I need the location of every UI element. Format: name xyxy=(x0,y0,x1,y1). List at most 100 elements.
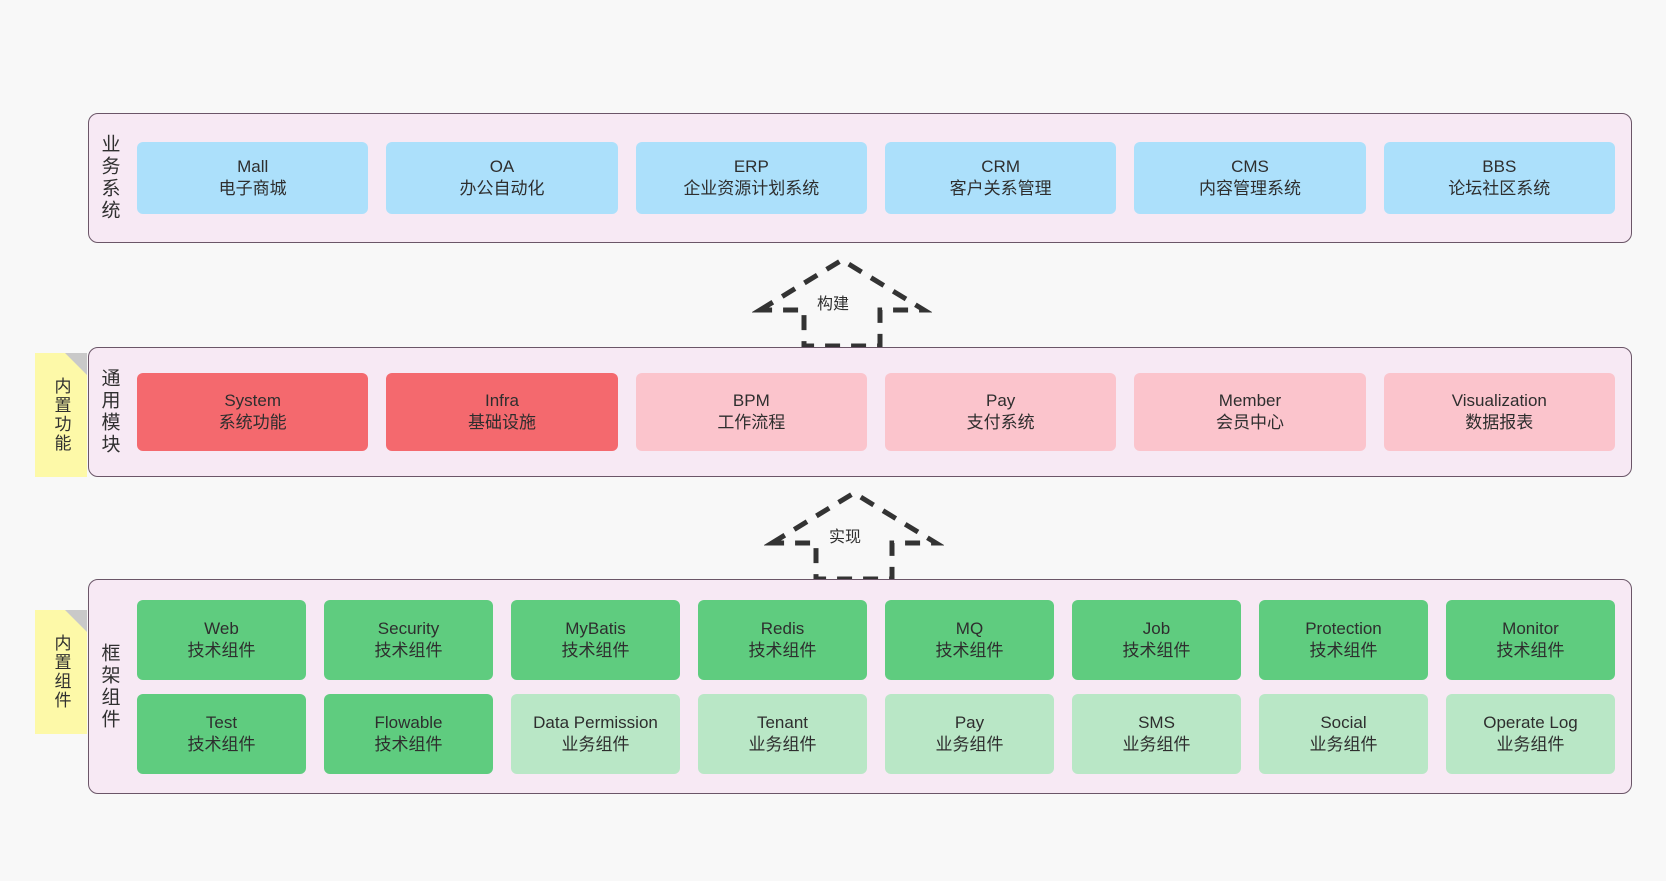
card-subtitle: 基础设施 xyxy=(467,413,536,432)
card-title: Job xyxy=(1142,618,1171,638)
card-subtitle: 技术组件 xyxy=(187,734,256,754)
card-operate-log[interactable]: Operate Log 业务组件 xyxy=(1446,693,1615,774)
card-bbs[interactable]: BBS 论坛社区系统 xyxy=(1383,142,1615,214)
sticky-note-builtin-functions: 内置功能 xyxy=(35,353,87,477)
sticky-note-builtin-components: 内置组件 xyxy=(35,610,87,734)
card-title: Mall xyxy=(237,157,269,177)
card-mall[interactable]: Mall 电子商城 xyxy=(137,142,369,214)
generalization-arrow-build: 构建 xyxy=(751,254,933,350)
card-subtitle: 论坛社区系统 xyxy=(1448,179,1551,198)
card-test[interactable]: Test 技术组件 xyxy=(137,693,306,774)
card-oa[interactable]: OA 办公自动化 xyxy=(386,142,618,214)
card-mybatis[interactable]: MyBatis 技术组件 xyxy=(511,599,680,680)
card-crm[interactable]: CRM 客户关系管理 xyxy=(884,142,1117,214)
card-bpm[interactable]: BPM 工作流程 xyxy=(635,373,867,451)
card-subtitle: 技术组件 xyxy=(1122,640,1191,660)
card-pay-business[interactable]: Pay 业务组件 xyxy=(885,693,1054,774)
card-subtitle: 业务组件 xyxy=(935,734,1004,754)
card-security[interactable]: Security 技术组件 xyxy=(324,599,493,680)
card-subtitle: 业务组件 xyxy=(1122,734,1191,754)
layer-common-modules: 通用模块 System 系统功能 Infra 基础设施 BPM 工作流程 Pay… xyxy=(88,347,1632,477)
card-title: CRM xyxy=(981,157,1020,177)
page-fold-icon xyxy=(65,353,87,375)
card-infra[interactable]: Infra 基础设施 xyxy=(386,373,618,451)
card-redis[interactable]: Redis 技术组件 xyxy=(698,599,867,680)
card-title: BPM xyxy=(732,391,770,411)
card-web[interactable]: Web 技术组件 xyxy=(137,599,306,680)
page-fold-icon xyxy=(65,610,87,632)
layer-framework-components: 框架组件 Web 技术组件 Security 技术组件 MyBatis 技术组件… xyxy=(88,579,1632,794)
layer-label-business-systems: 业务系统 xyxy=(98,134,120,222)
card-visualization[interactable]: Visualization 数据报表 xyxy=(1383,373,1615,451)
card-subtitle: 业务组件 xyxy=(1496,734,1565,754)
card-flowable[interactable]: Flowable 技术组件 xyxy=(324,693,493,774)
card-cms[interactable]: CMS 内容管理系统 xyxy=(1134,142,1366,214)
dashed-hollow-arrow-icon xyxy=(751,257,933,349)
card-subtitle: 技术组件 xyxy=(374,640,443,660)
generalization-arrow-implement: 实现 xyxy=(763,487,945,583)
card-data-permission[interactable]: Data Permission 业务组件 xyxy=(511,693,680,774)
card-pay[interactable]: Pay 支付系统 xyxy=(884,373,1117,451)
card-title: Social xyxy=(1320,712,1367,732)
card-row-business: Test 技术组件 Flowable 技术组件 Data Permission … xyxy=(137,693,1615,774)
card-sms[interactable]: SMS 业务组件 xyxy=(1072,693,1241,774)
card-title: Data Permission xyxy=(533,712,658,732)
card-subtitle: 业务组件 xyxy=(561,734,630,754)
layer-business-systems: 业务系统 Mall 电子商城 OA 办公自动化 ERP 企业资源计划系统 CRM… xyxy=(88,113,1632,243)
card-member[interactable]: Member 会员中心 xyxy=(1134,373,1366,451)
card-erp[interactable]: ERP 企业资源计划系统 xyxy=(635,142,867,214)
layer-body-common-modules: System 系统功能 Infra 基础设施 BPM 工作流程 Pay 支付系统… xyxy=(129,348,1631,476)
card-title: Monitor xyxy=(1502,618,1559,638)
card-row: Mall 电子商城 OA 办公自动化 ERP 企业资源计划系统 CRM 客户关系… xyxy=(137,142,1615,214)
card-subtitle: 客户关系管理 xyxy=(949,179,1052,198)
layer-label-framework-components: 框架组件 xyxy=(98,642,120,731)
card-monitor[interactable]: Monitor 技术组件 xyxy=(1446,599,1615,680)
sticky-note-label: 内置功能 xyxy=(51,377,71,453)
card-subtitle: 系统功能 xyxy=(218,413,287,432)
layer-label-common-modules: 通用模块 xyxy=(98,368,120,456)
card-subtitle: 业务组件 xyxy=(748,734,817,754)
card-subtitle: 内容管理系统 xyxy=(1198,179,1301,198)
card-title: System xyxy=(224,391,281,411)
card-subtitle: 数据报表 xyxy=(1465,413,1534,432)
card-title: SMS xyxy=(1138,712,1175,732)
card-title: Test xyxy=(205,712,238,732)
sticky-note-label: 内置组件 xyxy=(51,634,71,710)
card-subtitle: 技术组件 xyxy=(748,640,817,660)
layer-body-framework-components: Web 技术组件 Security 技术组件 MyBatis 技术组件 Redi… xyxy=(129,580,1631,793)
card-subtitle: 技术组件 xyxy=(1309,640,1378,660)
card-row-technical: Web 技术组件 Security 技术组件 MyBatis 技术组件 Redi… xyxy=(137,599,1615,680)
card-subtitle: 技术组件 xyxy=(187,640,256,660)
card-system[interactable]: System 系统功能 xyxy=(137,373,369,451)
card-title: Security xyxy=(377,618,440,638)
card-subtitle: 电子商城 xyxy=(218,179,287,198)
card-title: MQ xyxy=(955,618,984,638)
card-protection[interactable]: Protection 技术组件 xyxy=(1259,599,1428,680)
card-subtitle: 技术组件 xyxy=(935,640,1004,660)
arrow-label-implement: 实现 xyxy=(829,529,862,546)
card-subtitle: 技术组件 xyxy=(561,640,630,660)
card-title: Pay xyxy=(986,391,1016,411)
card-title: Redis xyxy=(760,618,805,638)
card-social[interactable]: Social 业务组件 xyxy=(1259,693,1428,774)
card-title: CMS xyxy=(1231,157,1269,177)
card-tenant[interactable]: Tenant 业务组件 xyxy=(698,693,867,774)
card-subtitle: 工作流程 xyxy=(717,413,786,432)
card-title: Protection xyxy=(1305,618,1382,638)
card-subtitle: 技术组件 xyxy=(1496,640,1565,660)
card-subtitle: 企业资源计划系统 xyxy=(683,179,820,198)
card-title: Flowable xyxy=(374,712,443,732)
card-title: Member xyxy=(1218,391,1282,411)
card-title: MyBatis xyxy=(565,618,626,638)
card-title: Infra xyxy=(484,391,519,411)
card-subtitle: 支付系统 xyxy=(966,413,1035,432)
card-mq[interactable]: MQ 技术组件 xyxy=(885,599,1054,680)
card-title: Tenant xyxy=(756,712,809,732)
card-subtitle: 技术组件 xyxy=(374,734,443,754)
card-job[interactable]: Job 技术组件 xyxy=(1072,599,1241,680)
card-row: System 系统功能 Infra 基础设施 BPM 工作流程 Pay 支付系统… xyxy=(137,373,1615,451)
card-subtitle: 会员中心 xyxy=(1215,413,1284,432)
card-subtitle: 办公自动化 xyxy=(459,179,545,198)
card-title: BBS xyxy=(1482,157,1517,177)
